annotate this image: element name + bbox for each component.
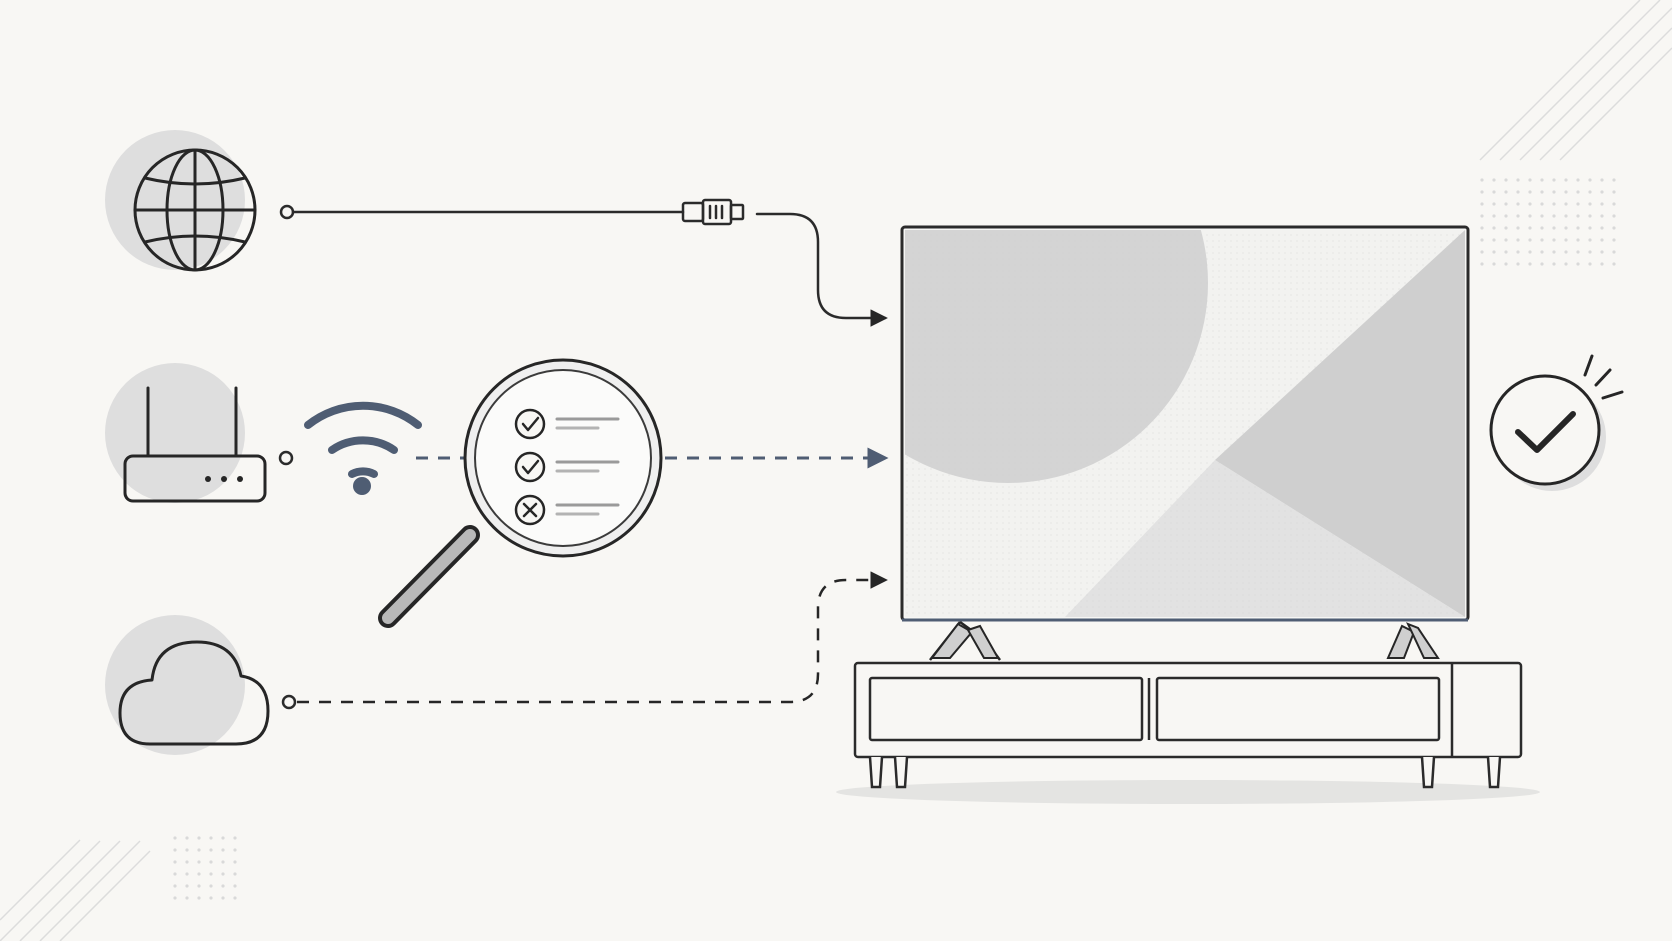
globe-icon [133, 148, 257, 272]
check-circle-icon [1489, 354, 1624, 491]
cloud-halo [105, 615, 245, 755]
ethernet-plug-icon [681, 198, 745, 226]
diagnostic-checklist [514, 408, 620, 526]
television-icon [900, 225, 1470, 661]
internet-node [105, 130, 257, 272]
cloud-node [105, 615, 297, 755]
cross-icon [514, 494, 546, 526]
router-node [105, 363, 294, 503]
check-icon [514, 408, 546, 440]
checklist-item [514, 451, 620, 483]
wifi-icon [304, 401, 422, 495]
ethernet-start-node [279, 204, 295, 220]
connection-ethernet [279, 198, 888, 327]
decoration-top-right-lines [1479, 0, 1672, 161]
tv-stand-icon [836, 661, 1540, 804]
cloud-start-node [281, 694, 297, 710]
decoration-top-right-dots [1480, 178, 1616, 266]
tv-screen [905, 230, 1465, 617]
decoration-bottom-left-lines [0, 839, 151, 941]
checklist-item [514, 408, 620, 440]
cloud-icon [118, 640, 270, 746]
cloud-dash-arrow [297, 571, 888, 704]
check-icon [514, 451, 546, 483]
router-start-node [278, 450, 294, 466]
ethernet-arrow [755, 212, 888, 327]
magnifier-checklist-icon [378, 358, 663, 628]
router-icon [123, 386, 267, 503]
router-halo [105, 363, 245, 503]
checklist-item [514, 494, 620, 526]
decoration-bottom-left-dots [173, 836, 237, 900]
